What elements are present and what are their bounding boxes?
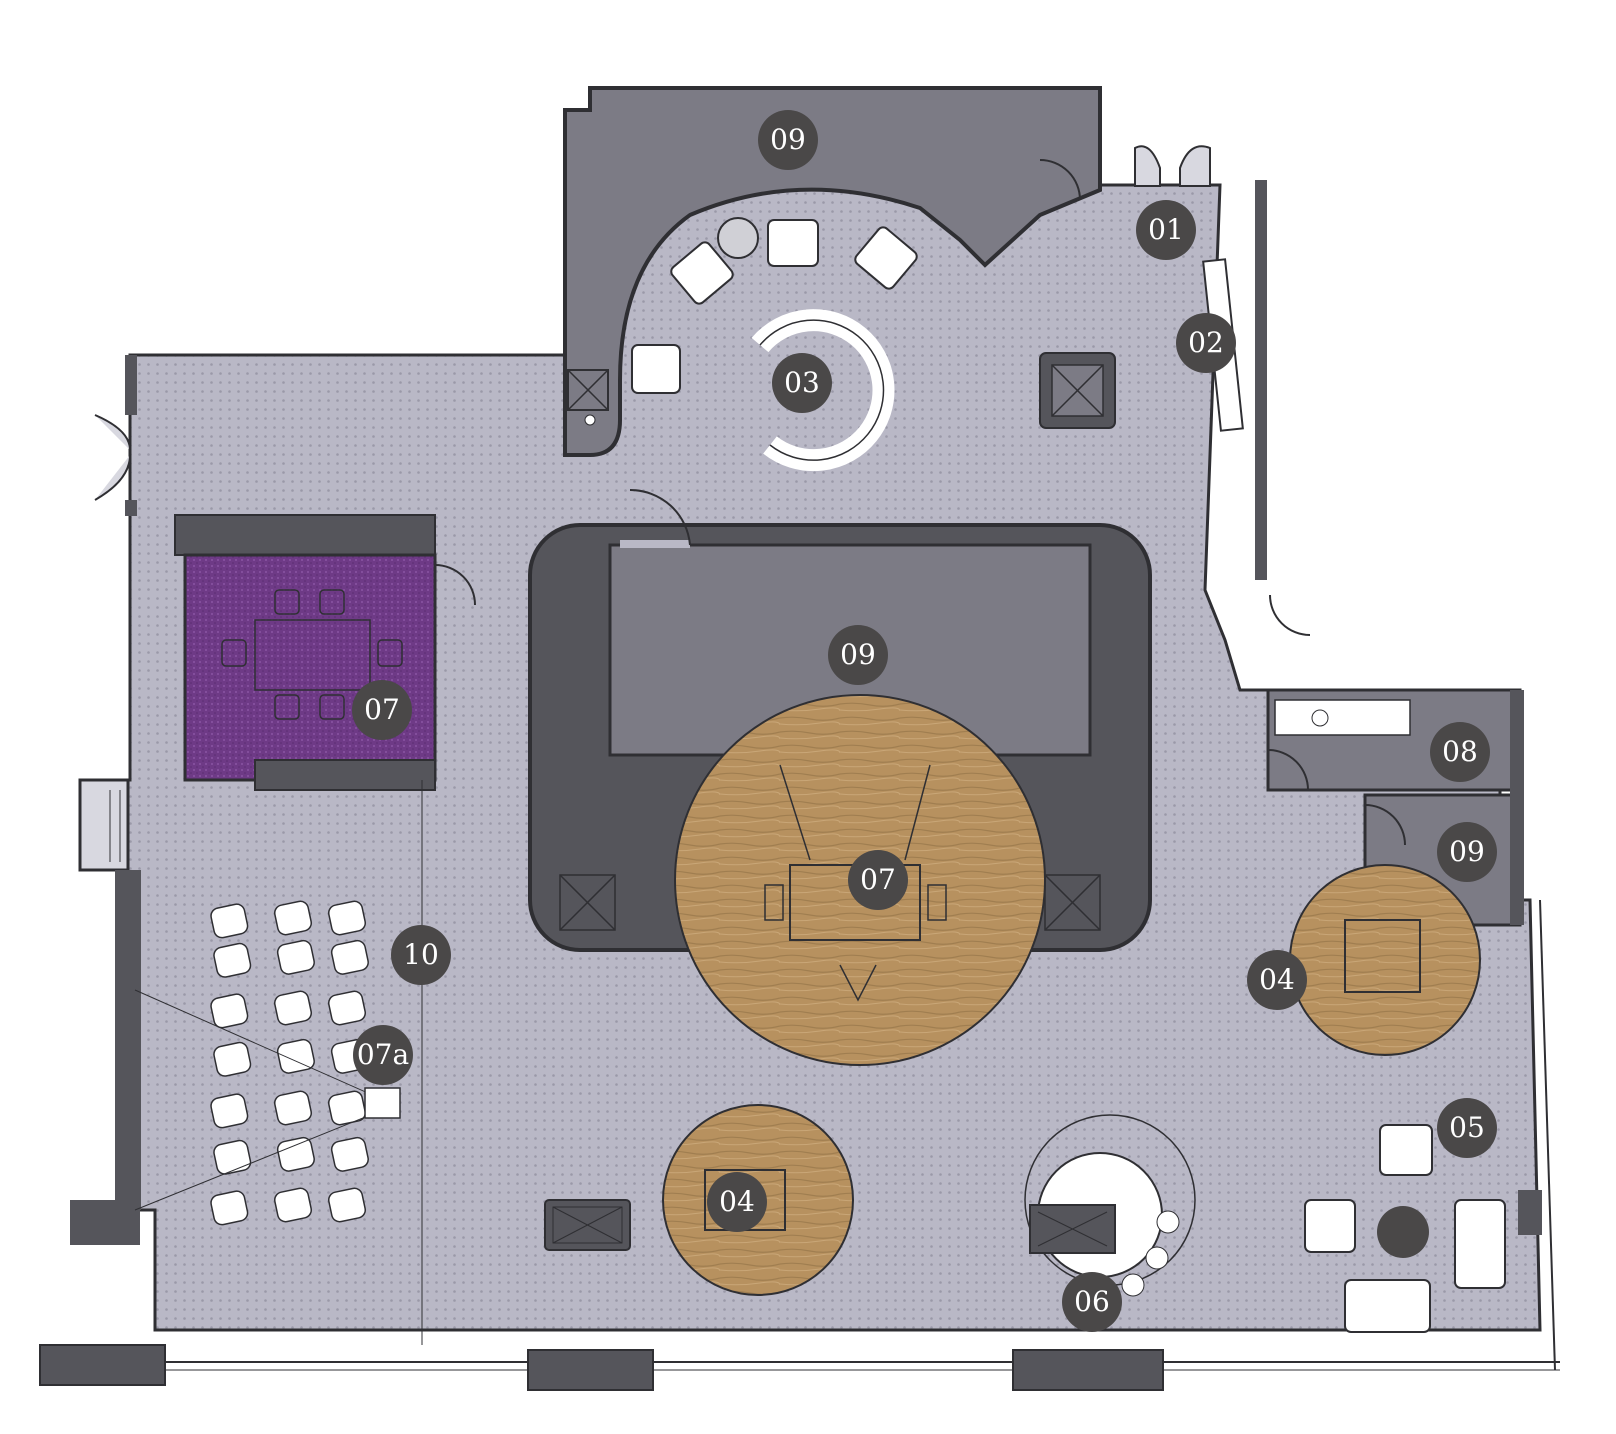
training-chair (273, 990, 313, 1026)
zone-badge-circle (828, 625, 888, 685)
zone-badge-circle (1247, 950, 1307, 1010)
zone-badge: 08 (1430, 722, 1490, 782)
zone-badge: 07a (353, 1025, 413, 1085)
training-chair (276, 1038, 315, 1074)
zone-badge: 04 (707, 1172, 767, 1232)
zone-label: 03 (784, 366, 820, 399)
training-chair (210, 1093, 249, 1129)
zone-badge-circle (391, 925, 451, 985)
meeting-room (174, 514, 476, 791)
zone-badge-circle (1430, 722, 1490, 782)
training-chair (273, 1090, 313, 1126)
zone-badge-circle (1437, 1098, 1497, 1158)
zone-badge-circle (353, 1025, 413, 1085)
zone-badge-circle (1176, 313, 1236, 373)
zone-label: 05 (1449, 1111, 1485, 1144)
training-chair (210, 993, 249, 1029)
training-chair (273, 900, 313, 936)
lounge-seating (1304, 1124, 1542, 1333)
zone-badge-circle (772, 353, 832, 413)
zone-badge: 07 (352, 680, 412, 740)
training-chair (330, 939, 369, 975)
zone-badge-circle (1437, 822, 1497, 882)
zone-badge: 06 (1062, 1272, 1122, 1332)
training-chair (327, 900, 367, 936)
zone-label: 07a (357, 1038, 409, 1071)
zone-badge-circle (1136, 200, 1196, 260)
training-chair (210, 1190, 249, 1226)
east-wood-table-area (1289, 864, 1481, 1056)
zone-label: 09 (1449, 835, 1485, 868)
zone-badge: 01 (1136, 200, 1196, 260)
south-facade (165, 899, 1560, 1391)
zone-label: 04 (719, 1185, 755, 1218)
training-seating (210, 900, 369, 1226)
zone-badge: 04 (1247, 950, 1307, 1010)
south-columns (544, 1199, 631, 1251)
training-chair (327, 1090, 367, 1126)
training-chair (276, 1136, 315, 1172)
zone-badge: 10 (391, 925, 451, 985)
zone-label: 06 (1074, 1285, 1110, 1318)
training-chair (327, 1187, 367, 1223)
west-cabinet (39, 778, 166, 1386)
training-chair (213, 942, 252, 978)
zone-badge: 09 (1437, 822, 1497, 882)
column (1039, 352, 1116, 429)
zone-badge-circle (352, 680, 412, 740)
training-chair (210, 903, 249, 939)
north-storage-block (563, 86, 1102, 457)
west-entrance (94, 355, 137, 516)
zone-label: 07 (860, 863, 896, 896)
zone-label: 02 (1188, 326, 1224, 359)
zone-label: 08 (1442, 735, 1478, 768)
zone-badge: 09 (758, 110, 818, 170)
zone-badge-circle (848, 850, 908, 910)
zone-badge: 02 (1176, 313, 1236, 373)
training-chair (213, 1041, 252, 1077)
zone-badge: 09 (828, 625, 888, 685)
training-chair (213, 1139, 252, 1175)
training-chair (327, 990, 367, 1026)
zone-badge: 07 (848, 850, 908, 910)
training-chair (276, 939, 315, 975)
zone-label: 01 (1148, 213, 1184, 246)
zone-label: 09 (770, 123, 806, 156)
zone-label: 04 (1259, 963, 1295, 996)
zone-badge-circle (1062, 1272, 1122, 1332)
zone-badge: 05 (1437, 1098, 1497, 1158)
reception-seating (631, 217, 918, 472)
zone-label: 10 (403, 938, 439, 971)
zone-badge: 03 (772, 353, 832, 413)
projection-lines (134, 780, 423, 1345)
coffee-point (1024, 1114, 1196, 1297)
zone-badge-circle (707, 1172, 767, 1232)
zone-label: 09 (840, 638, 876, 671)
zone-badges: 01 02 03 09 09 09 07 07 08 04 04 10 07a 05 06 (352, 110, 1497, 1332)
zone-label: 07 (364, 693, 400, 726)
zone-badge-circle (758, 110, 818, 170)
training-chair (273, 1187, 313, 1223)
training-chair (330, 1136, 369, 1172)
